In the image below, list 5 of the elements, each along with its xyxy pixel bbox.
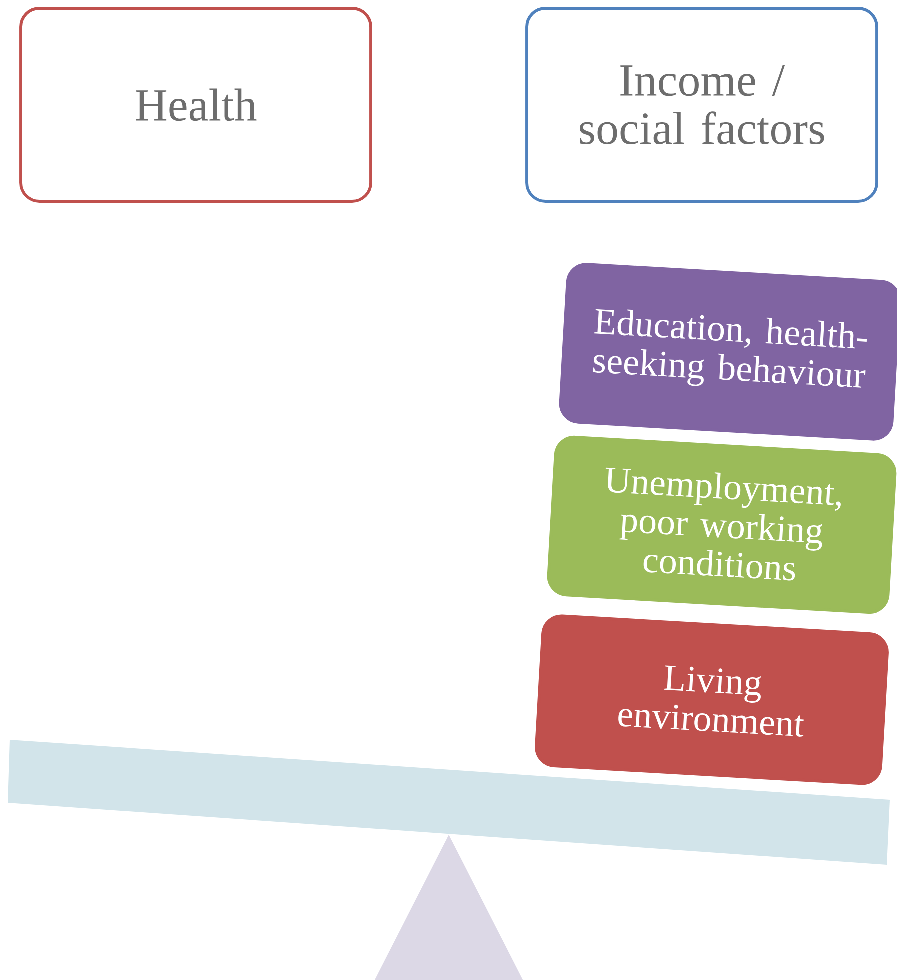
factor-block: Unemployment, poor working conditions — [547, 436, 897, 614]
category-box: Income / social factors — [526, 7, 878, 203]
factor-block: Living environment — [535, 614, 889, 786]
factor-block: Education, health-seeking behaviour — [559, 263, 897, 441]
category-box: Health — [20, 7, 372, 203]
